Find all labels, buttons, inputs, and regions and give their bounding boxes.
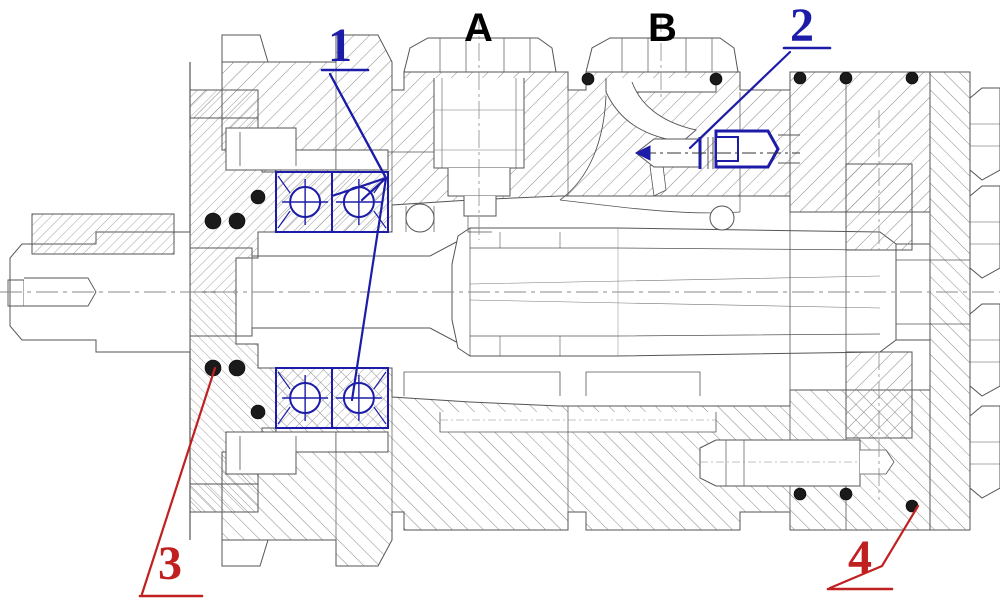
callout-1-leader <box>320 68 388 402</box>
rear-plug-pin <box>699 439 895 487</box>
valve-plug <box>634 129 800 169</box>
oring-seal <box>839 71 853 85</box>
rotor-barrel <box>451 227 897 357</box>
callout-1-label: 1 <box>328 19 352 72</box>
oring-seal <box>204 212 222 230</box>
housing-section-lines <box>335 62 569 540</box>
housing-cross-section <box>7 34 1000 567</box>
callout-2-leader <box>688 46 832 150</box>
oring-seal <box>793 487 807 501</box>
oring-seal <box>250 189 266 205</box>
port-label-a: A <box>464 6 493 50</box>
port-label-b: B <box>648 6 677 50</box>
rear-hex-bolts <box>969 87 1000 499</box>
flange-bolt-lower <box>225 431 389 475</box>
port-circle-right <box>709 205 735 231</box>
oring-seal <box>228 212 246 230</box>
callout-4-label: 4 <box>848 531 872 584</box>
oring-seal <box>581 72 595 86</box>
valve-plug-assembly <box>634 129 800 169</box>
lower-passage <box>403 371 717 433</box>
ball-bearing <box>275 171 389 233</box>
ball-bearings <box>275 171 389 429</box>
output-shaft <box>7 213 191 353</box>
oring-seal <box>228 359 246 377</box>
oring-seal <box>839 487 853 501</box>
callout-2-label: 2 <box>790 0 814 52</box>
callout-3-label: 3 <box>158 537 182 590</box>
oring-seal <box>905 71 919 85</box>
oring-seals <box>204 71 919 513</box>
oring-seal <box>709 72 723 86</box>
callout-3-leader <box>138 366 217 598</box>
port-circle-upper <box>405 203 435 233</box>
callout-4-leader <box>826 504 920 591</box>
callout-leader-lines <box>138 46 920 598</box>
oring-seal <box>793 71 807 85</box>
centerline-axis <box>0 14 1000 500</box>
ball-bearing <box>275 367 389 429</box>
oring-seal <box>250 404 266 420</box>
